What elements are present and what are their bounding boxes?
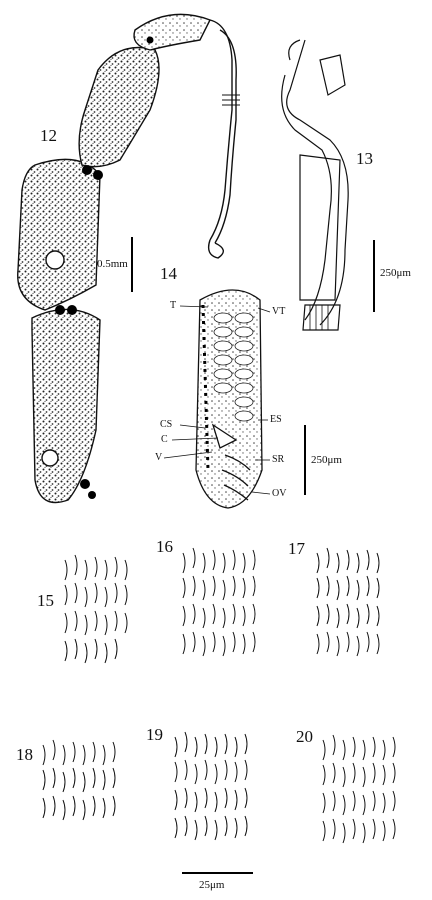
label-ov-ovary: OV: [272, 488, 287, 499]
label-c-cirrus: C: [161, 434, 168, 445]
fig18-spines: [42, 739, 116, 821]
figure-number-12: 12: [40, 126, 57, 145]
fig13-scolex-drawing: [281, 39, 349, 331]
fig16-spines: [182, 547, 256, 657]
fig12-scale-label: 0.5mm: [97, 258, 128, 270]
label-es-external-seminal-vesicle: ES: [270, 414, 282, 425]
fig14-proglottid-drawing: [195, 289, 263, 509]
spine-panels: [42, 547, 396, 844]
fig14-scale-label: 250μm: [311, 454, 342, 466]
fig19-spines: [174, 731, 248, 841]
fig12-strobila-drawing: [17, 13, 240, 504]
figure-number-17: 17: [288, 539, 305, 558]
figure-number-15: 15: [37, 591, 54, 610]
fig20-spines: [322, 734, 396, 844]
figure-number-16: 16: [156, 537, 173, 556]
label-v-vagina: V: [155, 452, 163, 463]
figure-number-19: 19: [146, 725, 163, 744]
figure-number-20: 20: [296, 727, 313, 746]
label-t-testes: T: [170, 300, 177, 311]
fig15-spines: [64, 554, 128, 664]
label-cs-cirrus-sac: CS: [160, 419, 173, 430]
fig17-spines: [316, 547, 380, 657]
figure-number-14: 14: [160, 264, 177, 283]
label-vt-vitellaria: VT: [272, 306, 286, 317]
spines-scale-label: 25μm: [199, 879, 225, 891]
figure-number-13: 13: [356, 149, 373, 168]
fig14-leader-lines: [163, 305, 271, 495]
label-sr-seminal-receptacle: SR: [272, 454, 285, 465]
figure-number-18: 18: [16, 745, 33, 764]
fig13-scale-label: 250μm: [380, 267, 411, 279]
